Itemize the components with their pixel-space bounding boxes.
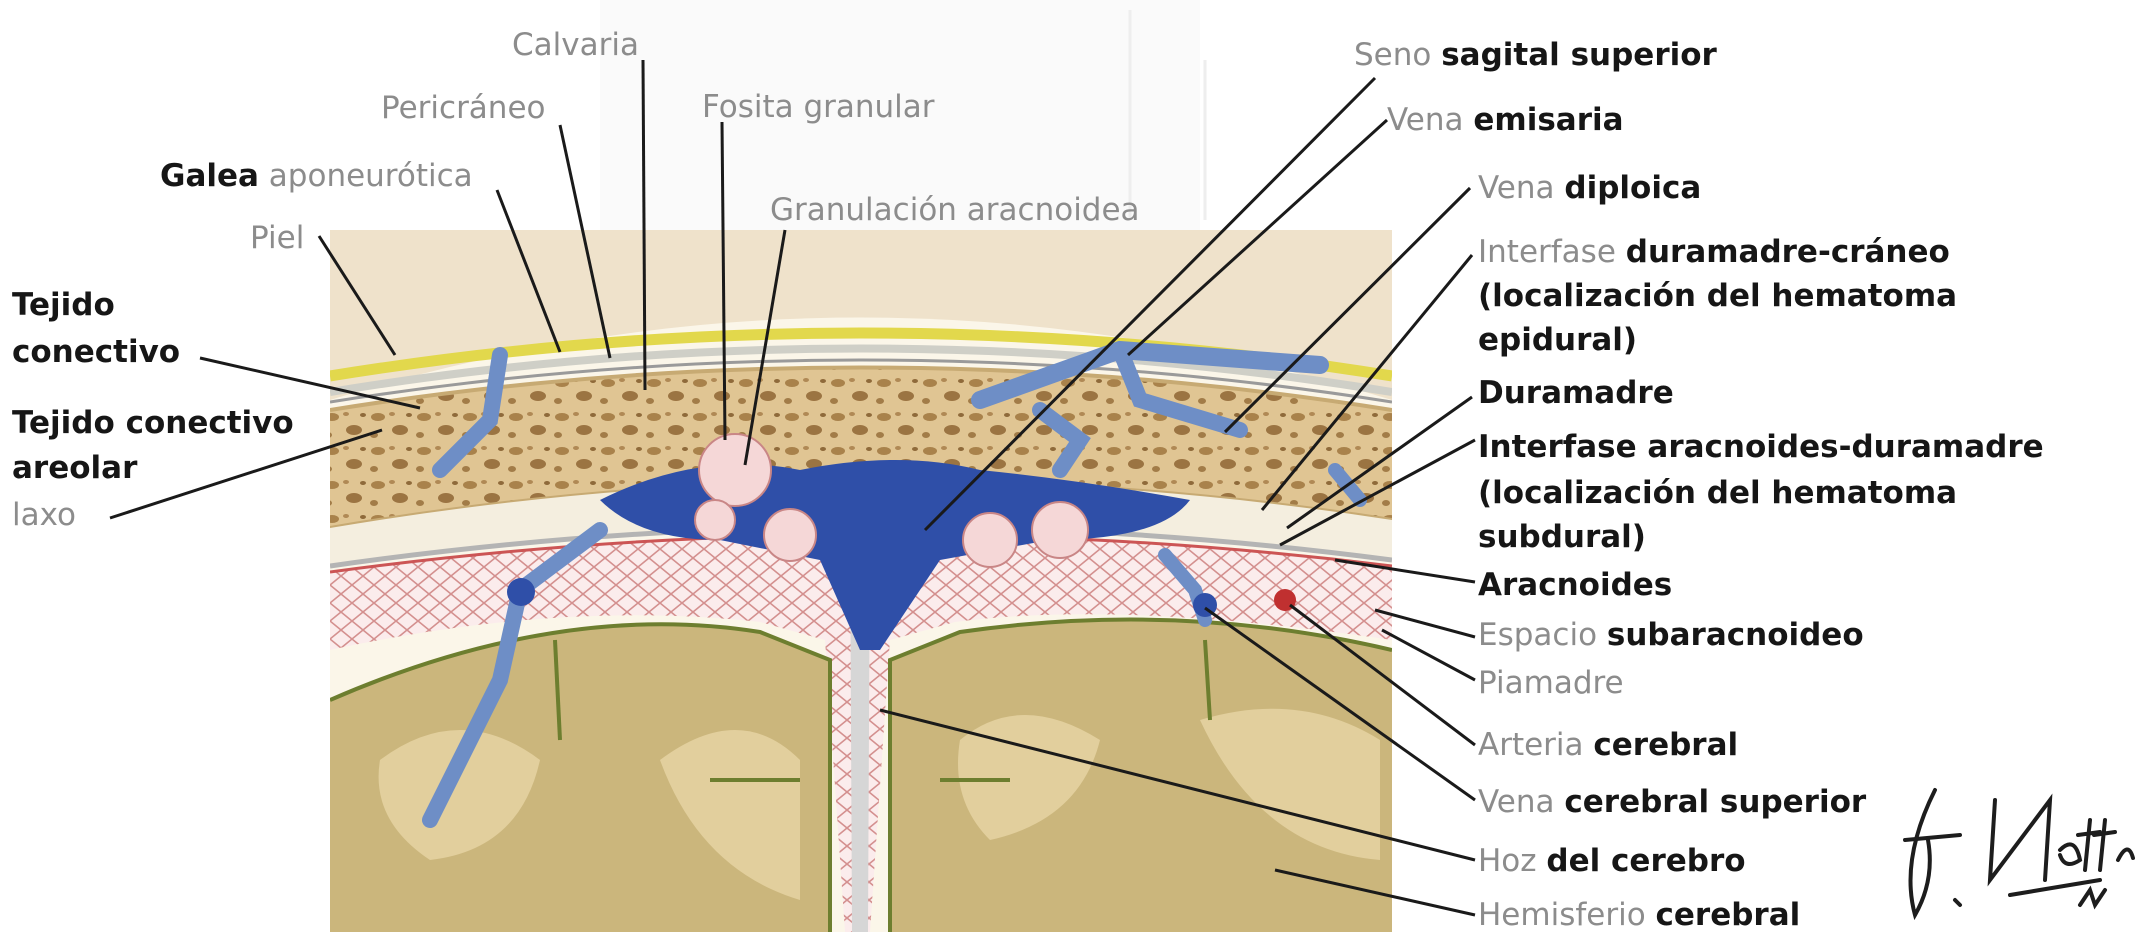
label-subdural-3: subdural) [1478,519,1646,555]
label-piel: Piel [250,220,304,256]
label-vena-cerebral-superior: Vena cerebral superior [1478,784,1867,820]
label-tejido-1: Tejido [12,287,115,323]
label-areolar-1: Tejido conectivo [12,405,294,441]
label-epidural-3: epidural) [1478,322,1637,358]
label-hoz-del-cerebro: Hoz del cerebro [1478,843,1746,879]
label-pericraneo: Pericráneo [381,90,546,126]
label-galea: Galea aponeurótica [160,158,473,194]
label-seno-sagital: Seno sagital superior [1354,37,1718,73]
label-aracnoides: Aracnoides [1478,567,1672,603]
label-areolar-2: areolar [12,450,138,486]
label-espacio-subaracnoideo: Espacio subaracnoideo [1478,617,1864,653]
vein-cross-section [507,578,535,606]
label-vena-emisaria: Vena emisaria [1387,102,1624,138]
skull-brain-cross-section [330,230,1392,932]
netter-signature [1905,790,2133,915]
label-fosita-granular: Fosita granular [702,89,935,125]
label-calvaria: Calvaria [512,27,639,63]
label-arteria-cerebral: Arteria cerebral [1478,727,1738,763]
label-hemisferio-cerebral: Hemisferio cerebral [1478,897,1800,932]
label-piamadre: Piamadre [1478,665,1624,701]
label-epidural-2: (localización del hematoma [1478,278,1957,314]
label-interfase-duramadre: Interfase duramadre-cráneo [1478,234,1950,270]
label-duramadre: Duramadre [1478,375,1674,411]
label-tejido-2: conectivo [12,334,180,370]
label-areolar-3: laxo [12,497,76,533]
label-vena-diploica: Vena diploica [1478,170,1701,206]
label-subdural-2: (localización del hematoma [1478,475,1957,511]
label-granulacion-aracnoidea: Granulación aracnoidea [770,192,1140,228]
label-subdural-1: Interfase aracnoides-duramadre [1478,429,2044,465]
